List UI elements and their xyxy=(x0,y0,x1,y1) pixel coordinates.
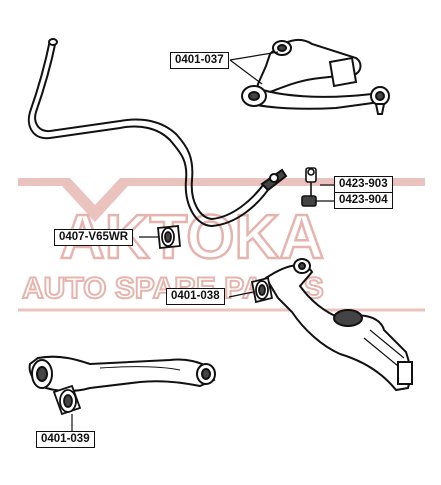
stabilizer-bar xyxy=(27,38,288,228)
part-label-0401-038[interactable]: 0401-038 xyxy=(166,288,225,305)
lower-arm-bushing-part xyxy=(250,276,274,304)
part-label-stack-0423: 0423-903 0423-904 xyxy=(334,176,393,209)
part-label-0423-903[interactable]: 0423-903 xyxy=(339,178,388,190)
part-label-0401-037[interactable]: 0401-037 xyxy=(170,52,229,69)
leader-lines xyxy=(71,51,335,431)
stabilizer-links-part xyxy=(301,167,317,207)
stabilizer-bushing-part xyxy=(157,225,181,249)
lower-control-arm-part xyxy=(264,258,414,392)
part-label-0423-904[interactable]: 0423-904 xyxy=(335,192,392,208)
rear-arm-bushing-part xyxy=(52,384,82,416)
part-label-0401-039[interactable]: 0401-039 xyxy=(36,431,95,448)
rear-trailing-arm-part xyxy=(28,355,216,392)
part-label-0407-v65wr[interactable]: 0407-V65WR xyxy=(54,229,134,246)
upper-control-arm-part xyxy=(241,38,390,115)
